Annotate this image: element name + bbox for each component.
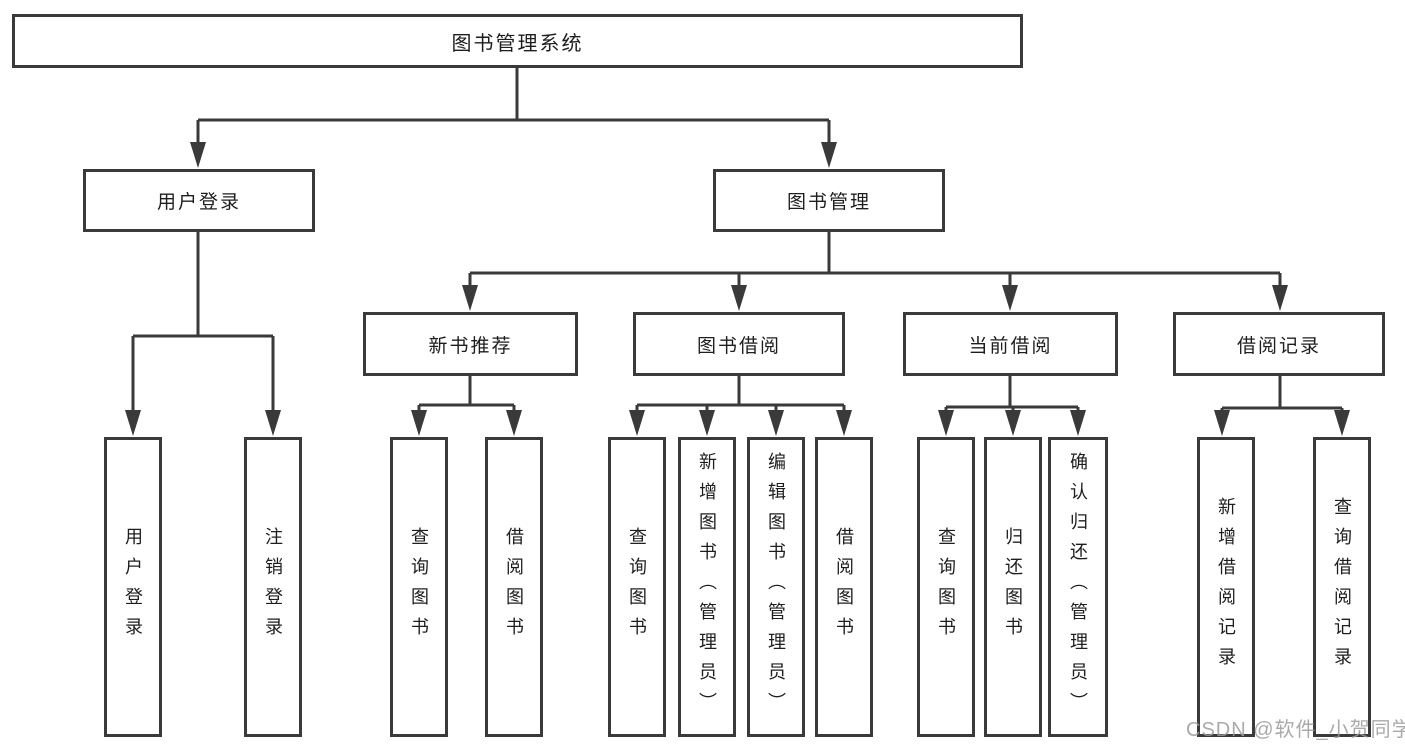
arrow-to-new-book <box>462 285 478 311</box>
leaf-borrow-books: 借阅图书 <box>815 437 873 737</box>
leaf-label: 借阅图书 <box>834 527 854 647</box>
node-book-borrow: 图书借阅 <box>633 312 845 376</box>
leaf-query-books-current: 查询图书 <box>917 437 975 737</box>
leaf-label: 归还图书 <box>1003 527 1023 647</box>
leaf-logout: 注销登录 <box>244 437 302 737</box>
node-label: 图书管理 <box>786 192 871 213</box>
connector-segments <box>131 68 1344 412</box>
leaf-label: 编辑图书（管理员） <box>766 452 786 722</box>
leaf-edit-book-admin: 编辑图书（管理员） <box>747 437 805 737</box>
arrow-to-leaf-query-1 <box>411 410 427 436</box>
arrow-to-leaf-add-book <box>699 410 715 436</box>
node-borrow-record: 借阅记录 <box>1173 312 1385 376</box>
node-label: 用户登录 <box>156 192 241 213</box>
leaf-label: 借阅图书 <box>504 527 524 647</box>
arrow-to-leaf-query-record <box>1334 410 1350 436</box>
arrow-to-leaf-borrow-1 <box>506 410 522 436</box>
connector-root-to-level2 <box>196 68 831 143</box>
arrow-to-book-mgmt <box>821 142 837 168</box>
leaf-user-login: 用户登录 <box>104 437 162 737</box>
leaf-label: 查询借阅记录 <box>1332 497 1352 677</box>
leaf-label: 新增借阅记录 <box>1216 497 1236 677</box>
leaf-label: 注销登录 <box>263 527 283 647</box>
connector-userlogin-to-leaves <box>131 232 275 412</box>
leaf-query-books-borrow: 查询图书 <box>608 437 666 737</box>
leaf-label: 查询图书 <box>627 527 647 647</box>
arrow-to-leaf-return <box>1005 410 1021 436</box>
node-new-book-recommend: 新书推荐 <box>363 312 578 376</box>
arrow-to-leaf-query-2 <box>629 410 645 436</box>
leaf-borrow-books-newbook: 借阅图书 <box>485 437 543 737</box>
leaf-return-book: 归还图书 <box>984 437 1042 737</box>
arrow-to-user-login <box>190 142 206 168</box>
node-label: 借阅记录 <box>1236 335 1321 357</box>
node-label: 图书借阅 <box>696 335 781 357</box>
node-user-login: 用户登录 <box>83 169 315 232</box>
arrowheads <box>125 142 1350 436</box>
leaf-query-books-newbook: 查询图书 <box>390 437 448 737</box>
connector-newbook-to-leaves <box>417 376 516 412</box>
leaf-add-borrow-record: 新增借阅记录 <box>1197 437 1255 737</box>
leaf-query-borrow-record: 查询借阅记录 <box>1313 437 1371 737</box>
leaf-label: 查询图书 <box>936 527 956 647</box>
arrow-to-borrow-record <box>1272 285 1288 311</box>
connector-borrow-to-leaves <box>635 376 846 412</box>
connector-record-to-leaves <box>1220 375 1344 412</box>
arrow-to-leaf-query-3 <box>938 410 954 436</box>
csdn-watermark: CSDN @软件_小贺同学 <box>1186 719 1405 741</box>
node-book-management: 图书管理 <box>713 169 945 232</box>
arrow-to-leaf-user-login <box>125 410 141 436</box>
arrow-to-leaf-logout <box>265 410 281 436</box>
arrow-to-leaf-confirm-return <box>1070 410 1086 436</box>
leaf-label: 用户登录 <box>123 527 143 647</box>
arrow-to-leaf-add-record <box>1214 410 1230 436</box>
arrow-to-book-borrow <box>731 285 747 311</box>
connector-bookmgmt-to-level3 <box>468 232 1282 287</box>
leaf-label: 新增图书（管理员） <box>697 452 717 722</box>
leaf-label: 查询图书 <box>409 527 429 647</box>
node-current-borrow: 当前借阅 <box>903 312 1118 376</box>
node-label: 图书管理系统 <box>451 32 584 55</box>
arrow-to-leaf-borrow-2 <box>836 410 852 436</box>
node-system-root: 图书管理系统 <box>12 14 1023 68</box>
node-label: 当前借阅 <box>968 335 1053 357</box>
leaf-add-book-admin: 新增图书（管理员） <box>678 437 736 737</box>
arrow-to-leaf-edit-book <box>768 410 784 436</box>
connector-current-to-leaves <box>944 375 1080 412</box>
arrow-to-current-borrow <box>1002 285 1018 311</box>
node-label: 新书推荐 <box>428 335 513 357</box>
leaf-confirm-return-admin: 确认归还（管理员） <box>1048 437 1108 737</box>
leaf-label: 确认归还（管理员） <box>1068 452 1088 722</box>
